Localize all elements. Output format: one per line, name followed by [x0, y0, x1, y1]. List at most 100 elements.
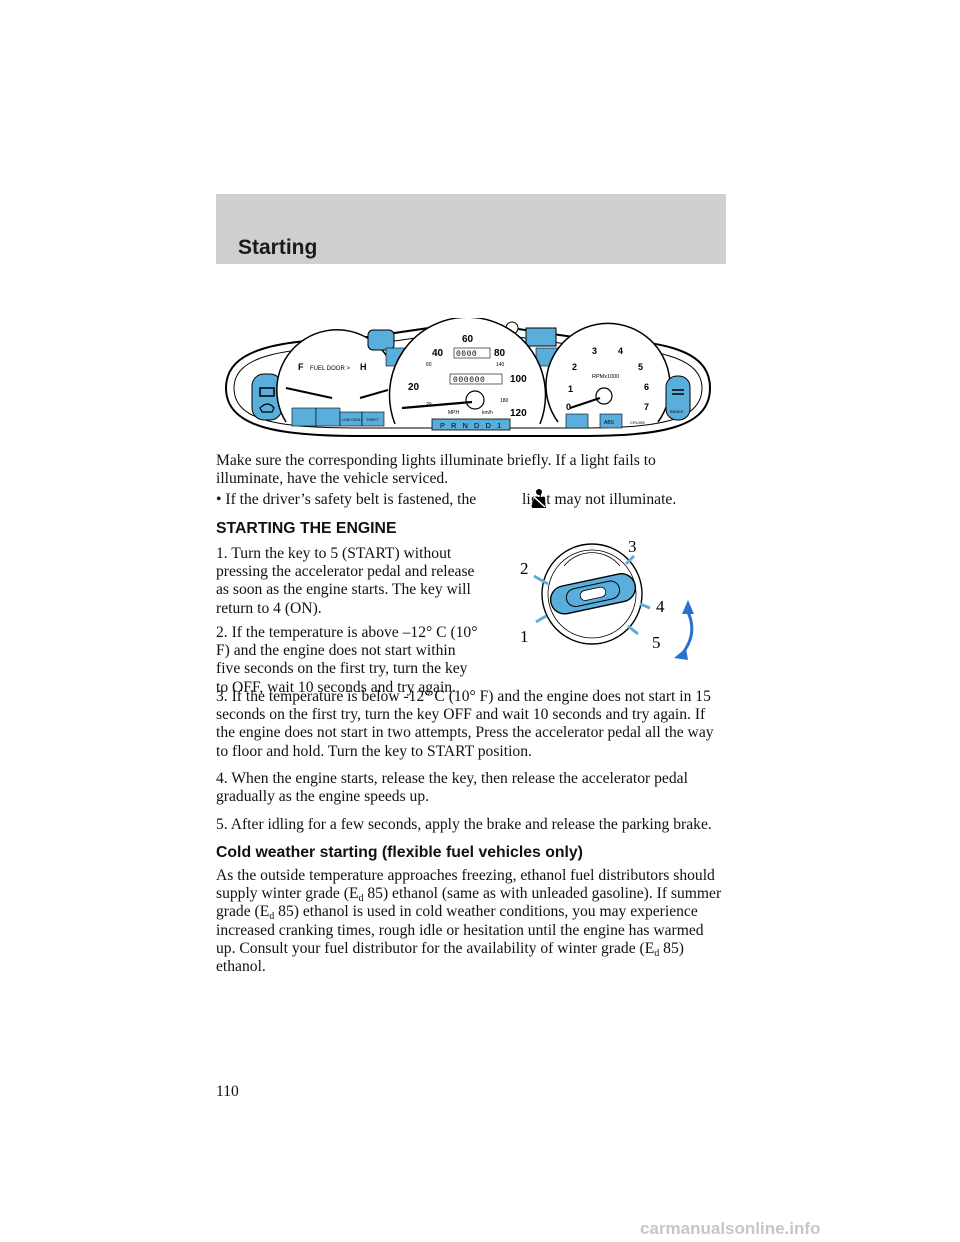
- speed-tick-40: 40: [432, 348, 444, 359]
- step-3: 3. If the temperature is below -12° C (1…: [216, 688, 726, 761]
- position-3-label: 3: [628, 537, 637, 556]
- subheading: Cold weather starting (flexible fuel veh…: [216, 844, 583, 861]
- cold-weather-text: As the outside temperature approaches fr…: [216, 867, 726, 976]
- turn-direction-arrow: [680, 611, 694, 655]
- rpm-label: RPMx1000: [592, 374, 619, 380]
- odometer-value: 000000: [453, 376, 485, 385]
- position-1-label: 1: [520, 627, 529, 646]
- seatbelt-icon: [532, 489, 546, 508]
- arrow-head-up: [682, 600, 694, 614]
- oil-pressure-icon: [672, 389, 684, 395]
- intro-text: Make sure the corresponding lights illum…: [216, 452, 656, 488]
- headlamp-icon: [259, 387, 275, 397]
- abs-text: ABS: [604, 420, 615, 426]
- subscript-d-2: d: [269, 911, 275, 923]
- kmh-tick-60: 60: [426, 362, 432, 368]
- cold-text-1: As the outside temperature approaches fr…: [216, 867, 715, 903]
- theft-lamp: [361, 411, 385, 427]
- speed-tick-100: 100: [510, 374, 527, 385]
- step-5-text: 5. After idling for a few seconds, apply…: [216, 816, 712, 833]
- speed-tick-20: 20: [408, 382, 420, 393]
- position-4-label: 4: [656, 597, 665, 616]
- seatbelt-warning-icon: [315, 407, 341, 427]
- step-4: 4. When the engine starts, release the k…: [216, 770, 726, 806]
- cold-weather-paragraph: As the outside temperature approaches fr…: [216, 867, 726, 976]
- ignition-key: [549, 573, 637, 615]
- position-2-tick: [533, 574, 549, 586]
- position-5-tick: [627, 624, 639, 636]
- right-indicator-pod: [665, 375, 691, 421]
- section-heading: STARTING THE ENGINE: [216, 520, 397, 537]
- subscript-d-3: d: [654, 947, 660, 959]
- ignition-cylinder-inner: [547, 549, 637, 639]
- cold-text-4: 85) ethanol.: [216, 939, 684, 976]
- fuel-door-label: FUEL DOOR >: [310, 366, 350, 372]
- position-5-label: 5: [652, 633, 661, 652]
- page-number: 110: [216, 1083, 239, 1100]
- step-3-text: 3. If the temperature is below -12° C (1…: [216, 688, 714, 760]
- position-4-tick: [639, 602, 651, 610]
- step-4-text: 4. When the engine starts, release the k…: [216, 770, 688, 806]
- tach-tick-0: 0: [566, 402, 571, 412]
- tach-tick-3: 3: [592, 346, 597, 356]
- fuel-needle: [285, 387, 333, 399]
- check-engine-icon: [259, 403, 275, 413]
- temp-hot-label: H: [360, 362, 367, 372]
- trip-value: 0000: [456, 350, 477, 359]
- cruise-text: CRUISE: [630, 420, 645, 425]
- theft-text: THEFT: [366, 417, 379, 422]
- speedometer-hub: [465, 390, 485, 410]
- step-2: 2. If the temperature is above –12° C (1…: [216, 624, 478, 697]
- fuel-full-label: F: [298, 362, 304, 372]
- ignition-key-diagram: 2 3 4 5 1: [520, 537, 694, 660]
- position-1-tick: [535, 614, 547, 624]
- section-title: Starting: [238, 236, 318, 259]
- arrow-head-down: [674, 648, 688, 660]
- bullet-text-after: light may not illuminate.: [522, 491, 677, 508]
- tachometer-hub: [595, 387, 613, 405]
- speed-tick-80: 80: [494, 348, 506, 359]
- temp-needle: [359, 389, 389, 399]
- fuel-pump-icon: [291, 407, 317, 427]
- intro-paragraph: Make sure the corresponding lights illum…: [216, 452, 726, 488]
- mph-label: MPH: [448, 410, 460, 416]
- watermark[interactable]: carmanualsonline.info: [640, 1219, 821, 1238]
- bullet-symbol: •: [216, 491, 222, 508]
- step-1-text: 1. Turn the key to 5 (START) without pre…: [216, 545, 475, 617]
- speedometer-needle: [401, 400, 473, 410]
- kmh-label: km/h: [482, 410, 493, 416]
- charging-lamp: [565, 413, 589, 429]
- tach-tick-4: 4: [618, 346, 623, 356]
- cold-text-2: 85) ethanol (same as with unleaded gasol…: [216, 885, 722, 921]
- odometer: [449, 373, 503, 385]
- cold-text-3: 85) ethanol is used in cold weather cond…: [216, 903, 704, 957]
- position-2-label: 2: [520, 559, 529, 578]
- airbag-lamp: [525, 327, 557, 347]
- high-beam-lamp: [367, 329, 395, 351]
- kmh-tick-180: 180: [500, 398, 509, 404]
- subscript-d-1: d: [358, 893, 364, 905]
- bullet-item: • If the driver’s safety belt is fastene…: [216, 491, 676, 509]
- tach-tick-7: 7: [644, 402, 649, 412]
- tachometer-needle: [569, 396, 601, 410]
- speedometer: [388, 318, 547, 425]
- low-coolant-text: LOW COOLANT: [342, 418, 369, 422]
- bullet-text-before: If the driver’s safety belt is fastened,…: [225, 491, 477, 508]
- speed-tick-120: 120: [510, 408, 527, 419]
- prnd-indicator: [431, 418, 511, 431]
- step-1: 1. Turn the key to 5 (START) without pre…: [216, 545, 478, 618]
- speed-tick-60: 60: [462, 334, 474, 345]
- tach-tick-6: 6: [644, 382, 649, 392]
- step-5: 5. After idling for a few seconds, apply…: [216, 816, 726, 834]
- kmh-tick-140: 140: [496, 362, 505, 368]
- tach-tick-1: 1: [568, 384, 573, 394]
- tach-tick-2: 2: [572, 362, 577, 372]
- tach-tick-5: 5: [638, 362, 643, 372]
- prnd-text: P R N D D 1: [440, 421, 503, 430]
- trip-odometer: [453, 347, 491, 359]
- step-2-text: 2. If the temperature is above –12° C (1…: [216, 624, 478, 696]
- abs-lamp: [599, 413, 623, 429]
- brake-text: BRAKE: [670, 409, 684, 414]
- section-header: Starting: [216, 194, 726, 264]
- position-3-tick: [624, 554, 636, 566]
